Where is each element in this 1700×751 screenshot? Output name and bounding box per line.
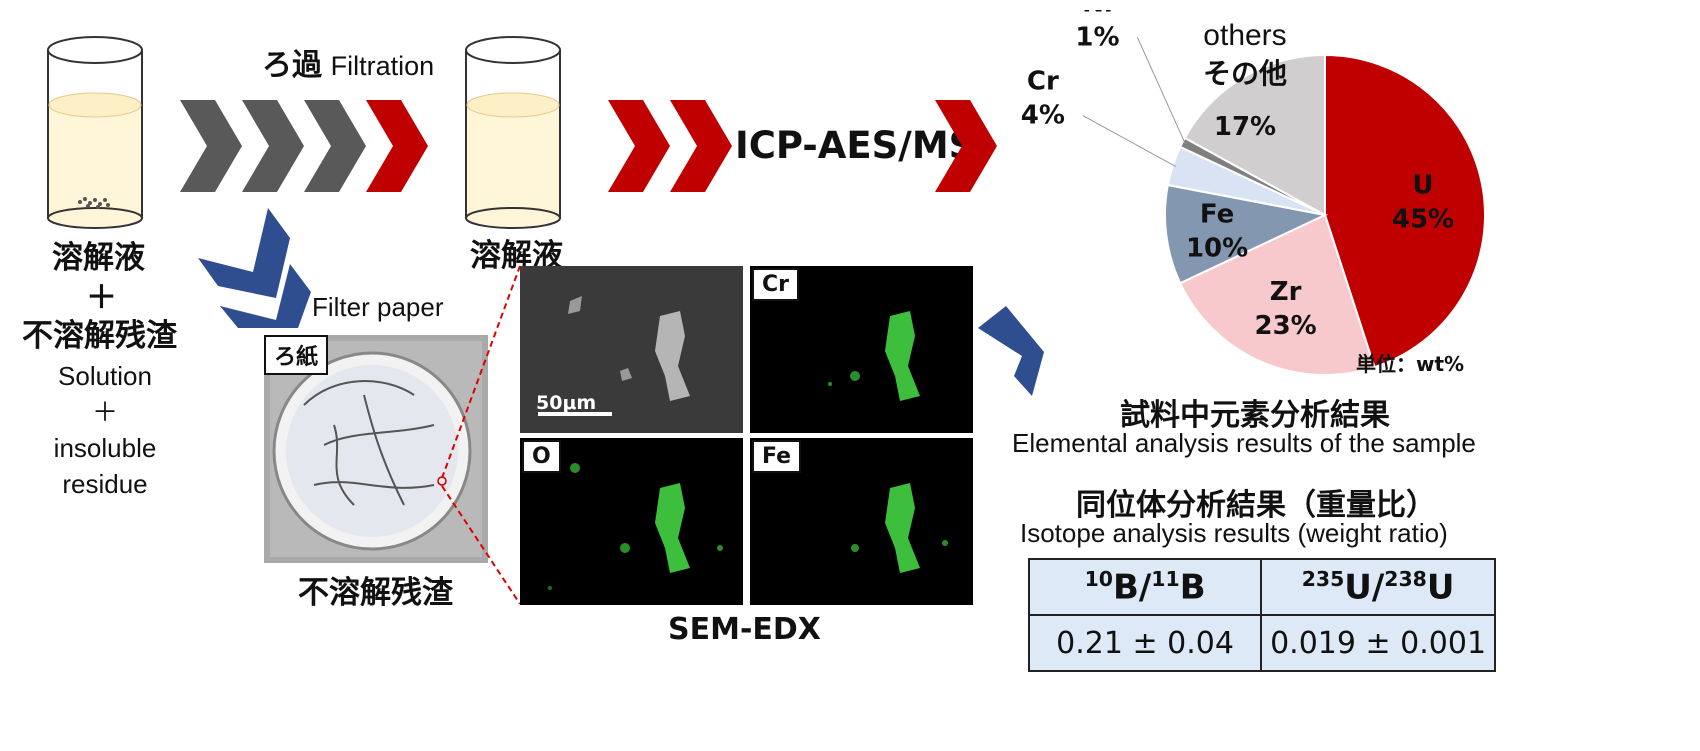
filter-paper-label: Filter paper xyxy=(312,292,444,322)
icp-label: ICP-AES/MS xyxy=(735,124,976,167)
pie-label-u: U xyxy=(1412,170,1433,200)
element-pie-chart: U 45% Zr 23% Fe 10% Cr 4% Ni 1% others その他 17% xyxy=(1021,10,1486,376)
pie-value-cr: 4% xyxy=(1021,101,1065,131)
scale-bar-label: 50μm xyxy=(536,392,597,414)
solution-jp-label: 溶解液 xyxy=(52,240,145,276)
result-chevron xyxy=(978,306,1044,396)
filtration-jp: ろ過 xyxy=(262,48,322,83)
beaker-filtrate xyxy=(465,36,561,229)
u-mid: U/ xyxy=(1344,567,1385,608)
pie-value-others: 17% xyxy=(1214,112,1276,142)
pie-value-u: 45% xyxy=(1392,204,1454,234)
pie-label-ni: Ni xyxy=(1082,10,1113,18)
b-ratio-value: 0.21 ± 0.04 xyxy=(1027,614,1263,672)
edx-o-pattern xyxy=(548,463,723,590)
pie-label-others-en: others xyxy=(1203,19,1286,52)
sem-edx-title: SEM-EDX xyxy=(668,612,821,647)
header-u-ratio: 235U/238U xyxy=(1260,558,1496,616)
pie-label-fe: Fe xyxy=(1200,200,1234,230)
en-line: insoluble xyxy=(53,433,157,463)
icp-chevron-right xyxy=(935,100,997,192)
u238-sup: 238 xyxy=(1384,566,1427,591)
icp-chevrons-left xyxy=(608,100,732,192)
en-line: ＋ xyxy=(91,397,118,427)
elemental-title-jp: 試料中元素分析結果 xyxy=(1120,398,1390,433)
elemental-title-en: Elemental analysis results of the sample xyxy=(1012,428,1476,458)
pie-label-cr: Cr xyxy=(1027,67,1059,97)
beaker-with-residue xyxy=(47,36,143,229)
filter-paper-photo xyxy=(264,335,488,563)
residue-chevrons xyxy=(198,208,311,328)
edx-fe-pattern xyxy=(851,483,948,573)
solution-en-block: Solution ＋ insoluble residue xyxy=(20,358,190,502)
edx-fe-tag: Fe xyxy=(752,440,802,473)
filtration-chevrons xyxy=(180,100,428,192)
residue-jp-label: 不溶解残渣 xyxy=(22,318,177,354)
leader-line-ni xyxy=(1136,37,1186,145)
leader-line-cr xyxy=(1082,115,1177,167)
pie-label-zr: Zr xyxy=(1270,277,1302,307)
edx-o-map xyxy=(520,438,743,605)
u-ratio-value: 0.019 ± 0.001 xyxy=(1260,614,1496,672)
sem-grayscale xyxy=(538,296,690,416)
plus-jp: ＋ xyxy=(86,280,117,316)
b-mid: B/ xyxy=(1112,567,1152,608)
isotope-title-en: Isotope analysis results (weight ratio) xyxy=(1020,518,1448,548)
table-row: 0.21 ± 0.04 0.019 ± 0.001 xyxy=(1027,614,1496,672)
zoom-lines xyxy=(441,265,521,605)
u-end: U xyxy=(1426,567,1455,608)
pie-value-zr: 23% xyxy=(1254,311,1316,341)
table-header-row: 10B/11B 235U/238U xyxy=(1027,558,1496,616)
b11-sup: 11 xyxy=(1151,566,1180,591)
filter-paper-image xyxy=(270,341,482,557)
pie-slice-others xyxy=(1183,53,1326,217)
en-line: Solution xyxy=(58,361,152,391)
isotope-title-jp: 同位体分析結果（重量比） xyxy=(1076,488,1436,523)
isotope-table: 10B/11B 235U/238U 0.21 ± 0.04 0.019 ± 0.… xyxy=(1027,558,1496,672)
filter-tag-box: ろ紙 xyxy=(264,335,329,375)
en-line: residue xyxy=(62,469,148,499)
pie-slice-u xyxy=(1324,53,1486,369)
filtration-en: Filtration xyxy=(330,51,435,81)
b10-sup: 10 xyxy=(1084,566,1113,591)
pie-slice-fe xyxy=(1164,183,1329,285)
edx-cr-tag: Cr xyxy=(752,268,799,301)
pie-value-fe: 10% xyxy=(1186,234,1248,264)
pie-slice-zr xyxy=(1178,213,1376,376)
insoluble-residue-jp: 不溶解残渣 xyxy=(298,575,453,611)
pie-label-others-jp: その他 xyxy=(1203,57,1287,90)
sem-image xyxy=(520,266,743,433)
edx-o-tag: O xyxy=(522,440,561,473)
b-end: B xyxy=(1179,567,1206,608)
unit-label: 単位：wt% xyxy=(1356,352,1465,376)
u235-sup: 235 xyxy=(1301,566,1345,591)
filtration-label: ろ過 Filtration xyxy=(262,40,434,84)
pie-value-ni: 1% xyxy=(1075,22,1119,52)
header-b-ratio: 10B/11B xyxy=(1027,558,1263,616)
edx-cr-pattern xyxy=(828,311,920,401)
